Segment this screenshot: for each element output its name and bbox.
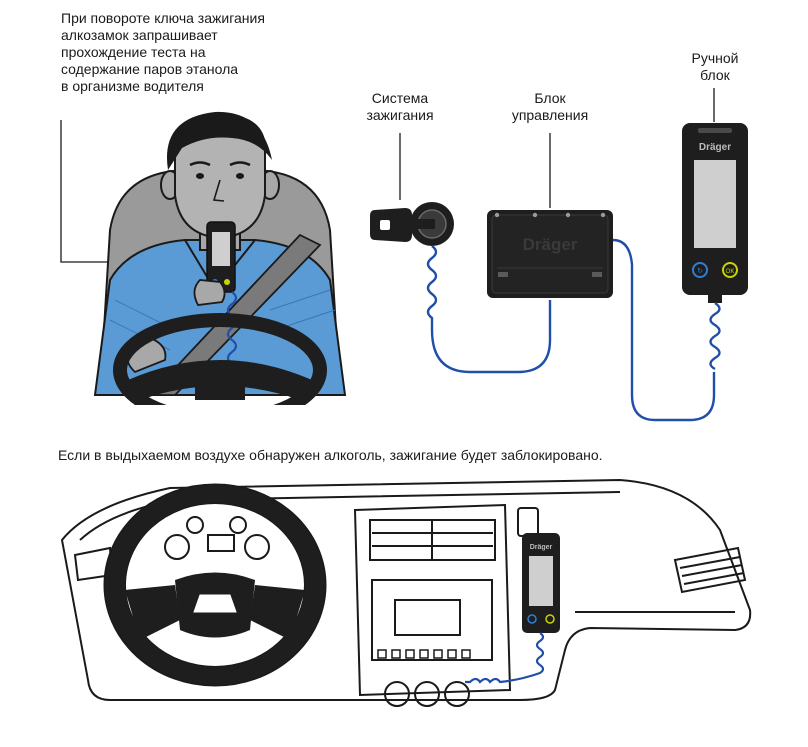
handheld-unit-label: Ручной блок: [691, 50, 739, 83]
warning-caption: Если в выдыхаемом воздухе обнаружен алко…: [58, 447, 603, 463]
handheld-button-right: OK: [726, 269, 735, 275]
control-unit-label: Блок управления: [511, 90, 589, 123]
dashboard-handheld-device: Dräger: [465, 533, 560, 684]
control-unit-box: Dräger: [487, 133, 716, 422]
dashboard-illustration: [60, 478, 752, 707]
control-unit-brand: Dräger: [523, 235, 578, 254]
handheld-brand: Dräger: [699, 142, 731, 153]
ignition-system-label: Система зажигания: [366, 90, 434, 123]
driver-illustration: [60, 111, 347, 435]
ignition-key-icon: [370, 133, 552, 374]
dashboard-handheld-brand: Dräger: [530, 544, 553, 551]
handheld-unit-device: Dräger ↻ OK: [682, 88, 748, 371]
handheld-button-left: ↻: [697, 268, 703, 275]
intro-caption: При повороте ключа зажигания алкозамок з…: [61, 10, 265, 94]
